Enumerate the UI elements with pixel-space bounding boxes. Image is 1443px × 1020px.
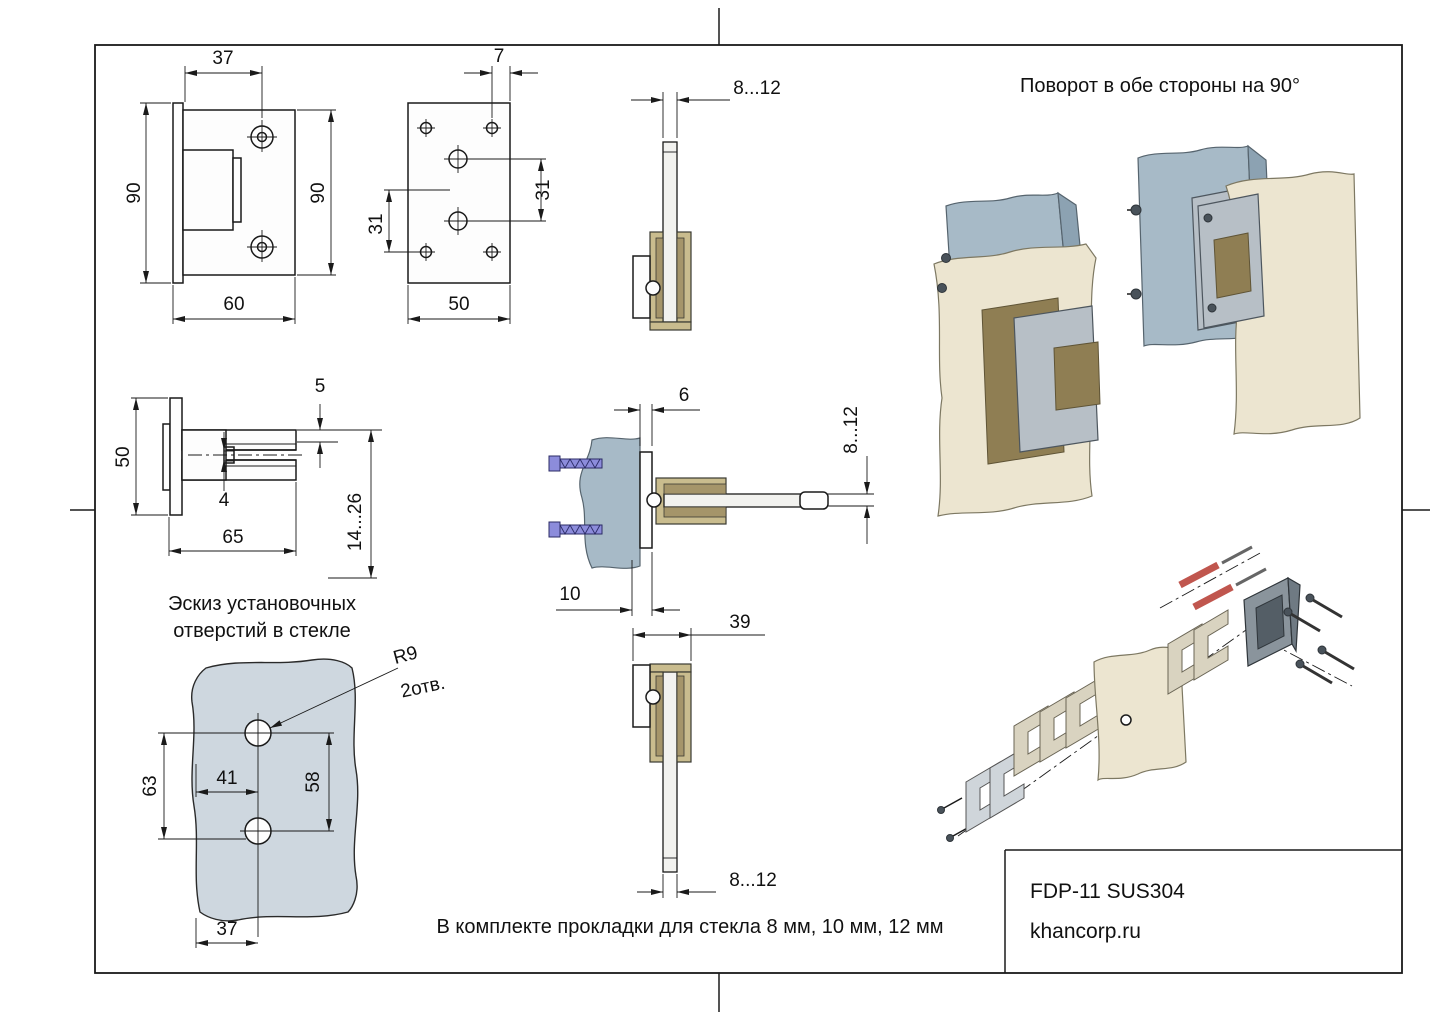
- sketch-title-line2: отверстий в стекле: [173, 620, 351, 642]
- hole-count-label: 2отв.: [399, 673, 447, 703]
- pivot: [645, 280, 661, 296]
- pivot: [645, 689, 661, 705]
- view-hinge-front: 37 90 90 60: [124, 48, 336, 324]
- screw-hole-bottom: [247, 230, 277, 262]
- dim-label: 90: [124, 182, 145, 203]
- dim-label: 4: [219, 490, 230, 511]
- screw-head: [1130, 204, 1142, 216]
- dim-label: 37: [212, 48, 233, 69]
- dim-section-offset: 10: [556, 552, 680, 616]
- dim-label: 37: [216, 919, 237, 940]
- dim-label: 60: [223, 294, 244, 315]
- dim-clamp-length: 65: [168, 482, 297, 556]
- dim-label: 10: [559, 584, 580, 605]
- corner-holes: [417, 119, 501, 261]
- dim-front-bottom: 60: [172, 277, 296, 324]
- view-3d: Поворот в обе стороны на 90°: [933, 75, 1361, 517]
- dim-section-plate: 6: [614, 385, 700, 446]
- wall-plate: [169, 397, 183, 516]
- dim-plate-right: 31: [470, 158, 554, 222]
- screw-head: [1203, 213, 1213, 223]
- dim-label: 50: [448, 294, 469, 315]
- wall-anchors: [1178, 545, 1267, 611]
- dim-label: 8...12: [733, 78, 781, 99]
- dim-label: 5: [315, 376, 326, 397]
- view-side-top: 8...12: [631, 78, 781, 331]
- dim-label: 58: [303, 771, 324, 792]
- screw-lower: [548, 521, 603, 538]
- dim-plate-left: 31: [366, 189, 450, 253]
- pivot: [646, 492, 662, 508]
- dim-label: 14...26: [345, 493, 366, 551]
- gasket-pad: [1193, 609, 1229, 681]
- dim-label: 7: [494, 46, 505, 67]
- view-glass-sketch: Эскиз установочных отверстий в стекле R9…: [140, 593, 447, 948]
- dim-plate-bottom: 50: [407, 285, 511, 324]
- iso-view-right: [1127, 144, 1361, 435]
- dim-label: 50: [113, 446, 134, 467]
- hinge-body: [1243, 576, 1301, 667]
- dim-clamp-gasket: 5: [297, 376, 382, 468]
- anchor-axis: [1159, 551, 1263, 609]
- dim-holes-offset: 41: [195, 764, 258, 797]
- screw-head: [1130, 288, 1142, 300]
- view-exploded: [937, 545, 1355, 842]
- dim-label: 31: [533, 179, 554, 200]
- center-holes: [444, 145, 472, 235]
- website: khancorp.ru: [1030, 920, 1141, 943]
- dim-glass-thickness-top: 8...12: [631, 78, 781, 138]
- dim-label: 41: [216, 768, 237, 789]
- glass-edge: [662, 141, 678, 323]
- glass-piece: [1093, 646, 1187, 782]
- dim-label: 31: [366, 213, 387, 234]
- dim-section-glass: 8...12: [827, 406, 874, 544]
- screw-head: [937, 283, 947, 293]
- dim-holes-bottom: 37: [195, 918, 258, 948]
- dim-clamp-gap: 4: [219, 432, 230, 511]
- dim-plate-top: 7: [464, 46, 538, 118]
- rotation-note: Поворот в обе стороны на 90°: [1020, 75, 1300, 97]
- screw-head: [1207, 303, 1217, 313]
- wall-cut: [579, 437, 641, 569]
- view-mounting-plate: 7 31 31 50: [366, 46, 554, 324]
- dim-glass-thickness-bottom: 8...12: [637, 870, 777, 898]
- hinge-front-notch: [1213, 232, 1252, 299]
- screw-hole-top: [247, 120, 277, 152]
- model-number: FDP-11 SUS304: [1030, 880, 1185, 903]
- glass-hole: [1120, 714, 1132, 726]
- dim-clamp-depth: 14...26: [328, 430, 377, 579]
- dim-clamp-height: 50: [113, 397, 168, 516]
- dim-label: 90: [308, 182, 329, 203]
- mount-screws: [1283, 593, 1355, 685]
- dim-front-right: 90: [297, 109, 336, 276]
- hinge-clamp-notch: [1053, 341, 1101, 411]
- screw-head: [941, 253, 951, 263]
- dim-holes-spacing: 58: [272, 732, 334, 832]
- view-wall-section: 6 8...12 10: [548, 385, 874, 616]
- view-side-bottom: 39 8...12: [632, 612, 777, 898]
- dim-holes-left: 63: [140, 732, 246, 840]
- dim-front-left: 90: [124, 102, 171, 284]
- glass-end: [799, 491, 829, 510]
- radius-label: R9: [391, 642, 420, 669]
- dim-label: 8...12: [729, 870, 777, 891]
- hole-bottom: [240, 811, 276, 851]
- view-clamp-side: 5 50 4 65 14...26: [113, 376, 382, 579]
- dim-label: 63: [140, 775, 161, 796]
- title-block: FDP-11 SUS304 khancorp.ru: [1004, 849, 1402, 973]
- gasket-note: В комплекте прокладки для стекла 8 мм, 1…: [436, 916, 943, 938]
- dim-side-depth: 39: [632, 612, 765, 661]
- iso-view-left: [933, 191, 1101, 517]
- glass-blank: [191, 658, 359, 922]
- drawing-frame: [70, 8, 1430, 1012]
- glass-edge: [662, 671, 678, 873]
- dim-label: 8...12: [841, 406, 862, 454]
- dim-label: 65: [222, 527, 243, 548]
- dim-front-top: 37: [184, 48, 263, 118]
- dim-label: 6: [679, 385, 690, 406]
- sketch-title-line1: Эскиз установочных: [168, 593, 356, 615]
- screw-upper: [548, 455, 603, 472]
- dim-label: 39: [729, 612, 750, 633]
